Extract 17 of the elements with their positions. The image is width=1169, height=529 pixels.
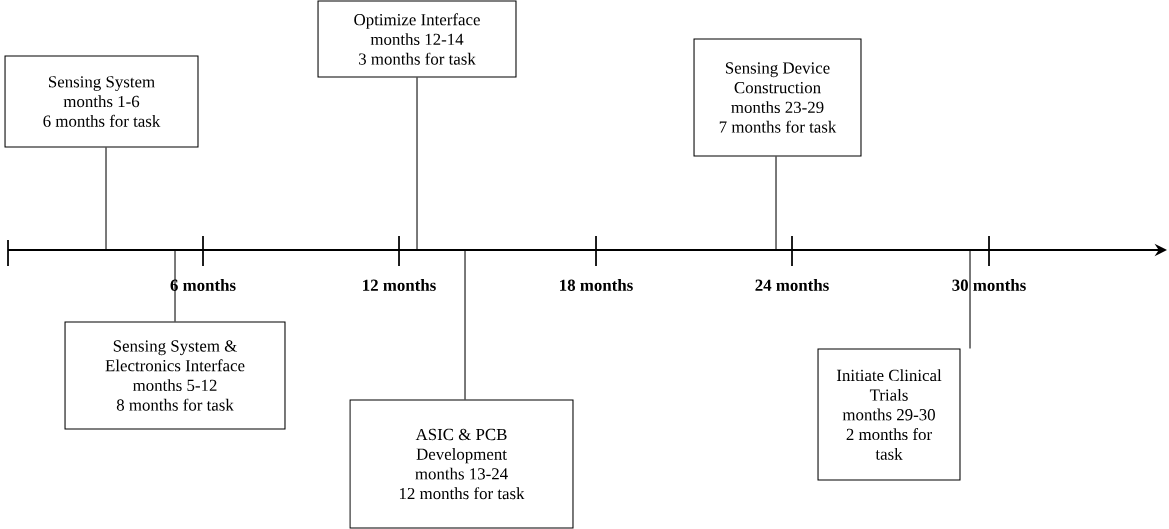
leader-line: [174, 249, 176, 322]
task-box: Sensing System months 1-6 6 months for task: [4, 55, 199, 148]
task-box: Optimize Interface months 12-14 3 months for task: [317, 0, 517, 78]
leader-line: [105, 147, 107, 251]
leader-line: [464, 249, 466, 400]
tick-label: 6 months: [170, 279, 236, 291]
leader-line: [416, 77, 418, 251]
task-box: Sensing System & Electronics Interface months 5-12 8 months for task: [64, 321, 286, 430]
task-box: ASIC & PCB Development months 13-24 12 months for task: [349, 399, 574, 529]
task-box: Sensing Device Construction months 23-29 7 months for task: [693, 38, 862, 157]
tick-label: 30 months: [952, 279, 1026, 291]
task-box: Initiate Clinical Trials months 29-30 2 months for task: [817, 348, 961, 481]
leader-line: [969, 249, 971, 349]
tick-label: 18 months: [560, 279, 633, 291]
tick-label: 12 months: [363, 279, 436, 291]
leader-line: [775, 156, 777, 251]
tick-label: 24 months: [755, 279, 829, 291]
